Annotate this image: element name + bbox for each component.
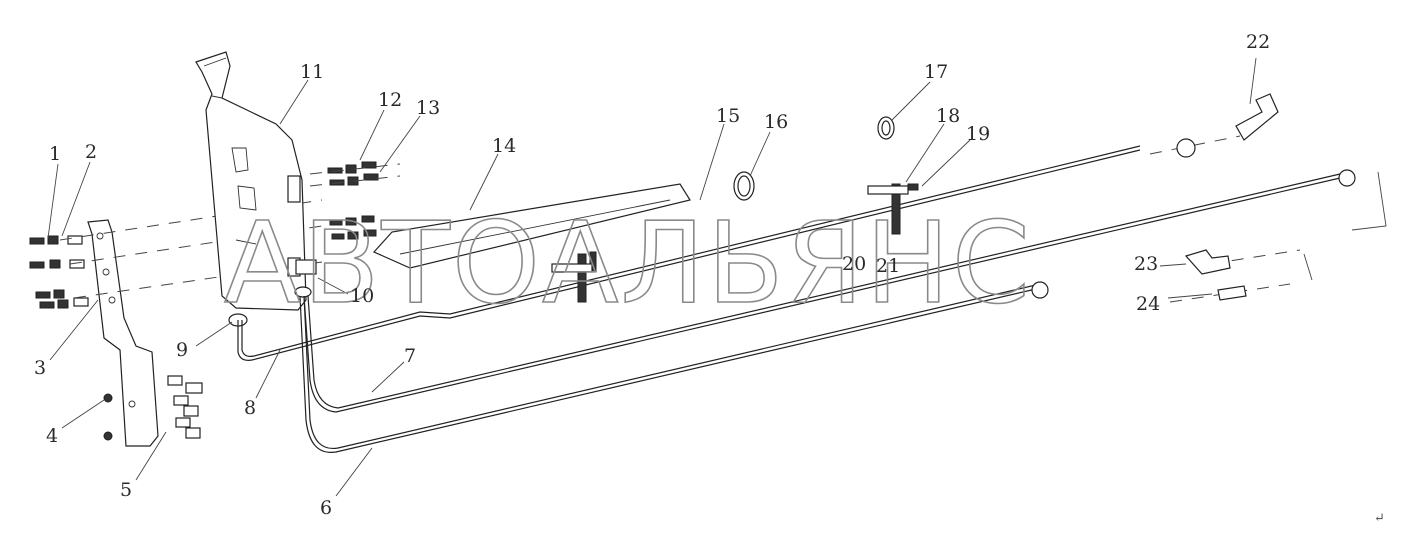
callout-2: 2 [85, 141, 97, 163]
callout-13: 13 [416, 97, 440, 119]
callout-22: 22 [1246, 31, 1270, 53]
callout-4: 4 [46, 425, 58, 447]
callout-20: 20 [842, 253, 866, 275]
callout-21: 21 [876, 255, 900, 277]
mounting-bracket [87, 219, 159, 447]
callout-11: 11 [300, 61, 324, 83]
callout-6: 6 [320, 497, 332, 519]
callout-18: 18 [936, 105, 960, 127]
callout-16: 16 [764, 111, 788, 133]
callout-15: 15 [716, 105, 740, 127]
callout-14: 14 [492, 135, 516, 157]
return-mark: ↵ [1374, 511, 1385, 526]
leader-lines [47, 57, 1387, 497]
callout-9: 9 [176, 339, 188, 361]
callout-12: 12 [378, 89, 402, 111]
callout-1: 1 [49, 143, 61, 165]
callout-7: 7 [404, 345, 416, 367]
hose-clips [295, 183, 919, 303]
callout-23: 23 [1134, 253, 1158, 275]
callout-19: 19 [966, 123, 990, 145]
callout-labels: 1 2 3 4 5 6 7 8 9 10 11 12 13 14 15 16 1… [34, 31, 1270, 519]
callout-24: 24 [1136, 293, 1160, 315]
watermark: АВТОАЛЬЯНС [224, 199, 1032, 329]
callout-5: 5 [120, 479, 132, 501]
cover-plate [373, 183, 691, 269]
callout-8: 8 [244, 397, 256, 419]
grommets [733, 93, 1356, 301]
callout-17: 17 [924, 61, 948, 83]
callout-10: 10 [350, 285, 374, 307]
callout-3: 3 [34, 357, 46, 379]
hoses [237, 145, 1341, 453]
washer-fluid-reservoir [195, 51, 312, 327]
